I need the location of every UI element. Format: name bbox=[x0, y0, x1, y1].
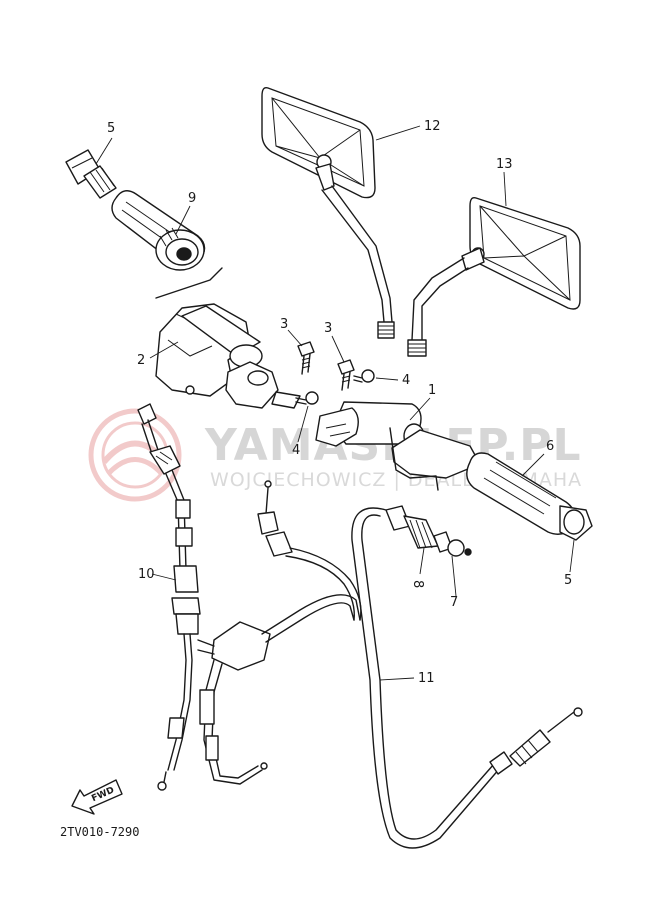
callout-12: 12 bbox=[424, 119, 441, 134]
screw-4a bbox=[295, 391, 319, 405]
grip-left bbox=[111, 190, 206, 271]
callout-4-right: 4 bbox=[402, 373, 410, 388]
fwd-arrow: FWD bbox=[71, 779, 123, 815]
screw-3a bbox=[297, 341, 315, 375]
callout-11: 8 bbox=[410, 580, 425, 588]
callout-4-left: 4 bbox=[292, 443, 300, 458]
mirror-left bbox=[261, 86, 395, 339]
callout-9: 11 bbox=[418, 671, 435, 686]
callout-1: 1 bbox=[428, 383, 436, 398]
callout-6: 6 bbox=[546, 439, 554, 454]
grip-right bbox=[466, 452, 593, 541]
mirror-right bbox=[407, 196, 581, 357]
cable-upper bbox=[257, 480, 362, 621]
callout-8: 10 bbox=[138, 567, 155, 582]
drawing-code: 2TV010-7290 bbox=[60, 825, 139, 839]
callout-5-top: 5 bbox=[107, 121, 115, 136]
cable-8 bbox=[137, 403, 361, 791]
callout-10: 7 bbox=[450, 595, 458, 610]
callouts: 5 9 12 13 3 3 2 4 1 4 6 10 8 7 5 11 bbox=[95, 119, 575, 686]
callout-7: 9 bbox=[188, 191, 196, 206]
bar-end-top bbox=[65, 149, 117, 199]
callout-3-left: 3 bbox=[280, 317, 288, 332]
screw-3b bbox=[337, 359, 355, 391]
callout-5-bottom: 5 bbox=[564, 573, 572, 588]
screw-4b bbox=[353, 369, 375, 383]
cable-9 bbox=[351, 507, 583, 849]
throttle-housing bbox=[315, 401, 481, 491]
callout-2: 2 bbox=[137, 353, 145, 368]
cable-adjuster bbox=[385, 505, 472, 557]
callout-3-right: 3 bbox=[324, 321, 332, 336]
watermark-logo bbox=[88, 408, 182, 502]
switch-left bbox=[155, 267, 301, 409]
callout-13: 13 bbox=[496, 157, 513, 172]
